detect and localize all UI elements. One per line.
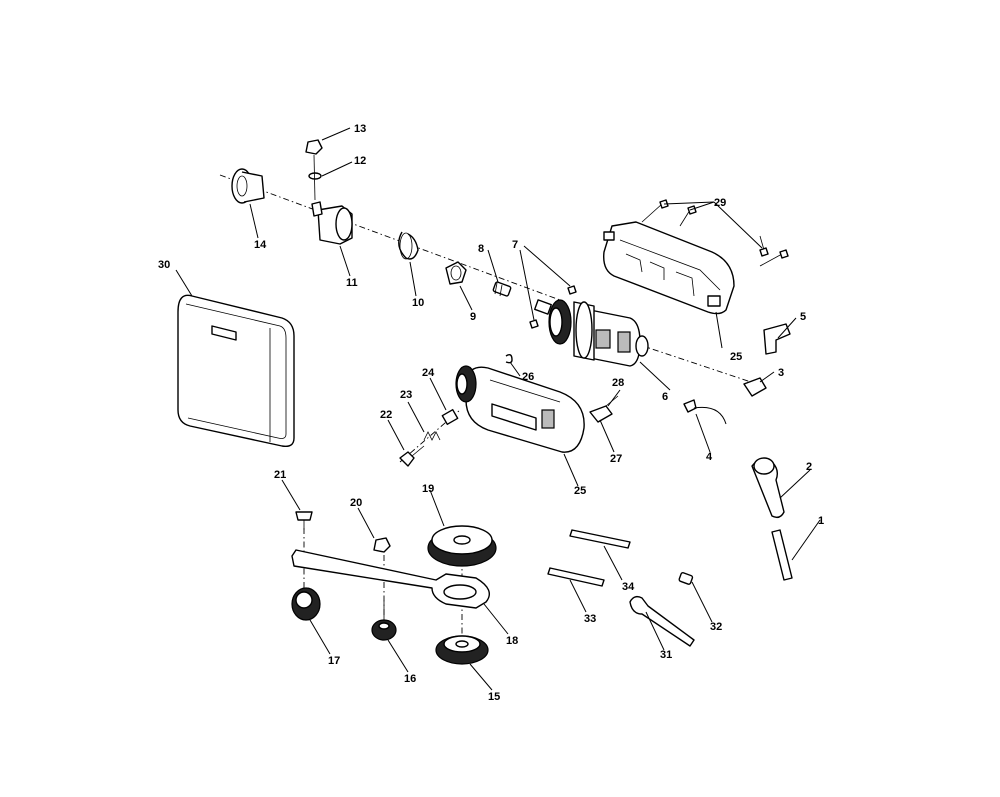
screws-part-29 bbox=[641, 199, 789, 267]
label-13: 13 bbox=[354, 123, 366, 135]
wrench-part-31 bbox=[629, 595, 695, 647]
brush-part-24 bbox=[441, 408, 459, 426]
label-14: 14 bbox=[254, 239, 267, 251]
label-32: 32 bbox=[710, 621, 722, 633]
label-4: 4 bbox=[706, 451, 713, 463]
label-25-top: 25 bbox=[730, 351, 742, 363]
wheel-part-19 bbox=[427, 525, 497, 567]
brush-cap-part-22 bbox=[399, 445, 425, 467]
label-20: 20 bbox=[350, 497, 362, 509]
label-16: 16 bbox=[404, 673, 416, 685]
bushing-part-8 bbox=[492, 281, 512, 297]
assembly-axis-top bbox=[219, 174, 561, 301]
label-29: 29 bbox=[714, 197, 726, 209]
flange-part-15 bbox=[435, 635, 489, 665]
label-34: 34 bbox=[622, 581, 635, 593]
housing-half-part-25-top bbox=[603, 221, 735, 315]
label-31: 31 bbox=[660, 649, 672, 661]
wrench-part-18 bbox=[291, 549, 490, 609]
nut-part-13 bbox=[305, 139, 323, 155]
label-27: 27 bbox=[610, 453, 622, 465]
label-9: 9 bbox=[470, 311, 476, 323]
label-19: 19 bbox=[422, 483, 434, 495]
label-17: 17 bbox=[328, 655, 340, 667]
clip-part-3 bbox=[743, 377, 767, 397]
spring-part-23 bbox=[423, 431, 441, 441]
label-6: 6 bbox=[662, 391, 668, 403]
label-12: 12 bbox=[354, 155, 366, 167]
bearing-part-9 bbox=[445, 261, 467, 285]
pin-part-7 bbox=[529, 285, 577, 329]
label-2: 2 bbox=[806, 461, 812, 473]
washer-part-12 bbox=[308, 172, 322, 180]
part-number-labels: 13 12 14 11 10 9 8 7 6 29 25 5 3 4 2 1 3… bbox=[158, 123, 824, 703]
cord-clip-part-4 bbox=[683, 399, 727, 425]
label-11: 11 bbox=[346, 277, 358, 289]
label-22: 22 bbox=[380, 409, 392, 421]
label-15: 15 bbox=[488, 691, 500, 703]
label-8: 8 bbox=[478, 243, 484, 255]
housing-adapter-part-11 bbox=[311, 201, 353, 245]
leader-lines bbox=[175, 127, 821, 691]
retaining-ring-part-10 bbox=[398, 231, 419, 260]
blade-part-34 bbox=[569, 529, 631, 549]
armature-part-6 bbox=[534, 299, 649, 367]
label-21: 21 bbox=[274, 469, 286, 481]
label-5: 5 bbox=[800, 311, 806, 323]
screw-part-26 bbox=[505, 353, 513, 364]
flange-part-17 bbox=[291, 587, 321, 621]
label-24: 24 bbox=[422, 367, 435, 379]
bracket-part-28 bbox=[589, 395, 619, 423]
label-28: 28 bbox=[612, 377, 624, 389]
label-33: 33 bbox=[584, 613, 596, 625]
label-26: 26 bbox=[522, 371, 534, 383]
label-23: 23 bbox=[400, 389, 412, 401]
collet-part-32 bbox=[678, 572, 694, 585]
label-25-bottom: 25 bbox=[574, 485, 586, 497]
housing-part-25-bottom bbox=[455, 365, 585, 453]
label-3: 3 bbox=[778, 367, 784, 379]
blade-part-33 bbox=[547, 567, 605, 587]
label-7: 7 bbox=[512, 239, 518, 251]
carrying-case-part-30 bbox=[177, 294, 295, 448]
cord-protector-part-2 bbox=[751, 457, 785, 519]
assembly-axis-motor bbox=[639, 344, 761, 386]
cord-part-1 bbox=[771, 529, 793, 581]
label-1: 1 bbox=[818, 515, 824, 527]
cap-part-14 bbox=[231, 168, 265, 204]
label-10: 10 bbox=[412, 297, 424, 309]
label-18: 18 bbox=[506, 635, 518, 647]
screw-part-21 bbox=[295, 511, 313, 530]
spindle-part-16 bbox=[371, 600, 397, 641]
nut-part-20 bbox=[373, 537, 391, 553]
label-30: 30 bbox=[158, 259, 170, 271]
